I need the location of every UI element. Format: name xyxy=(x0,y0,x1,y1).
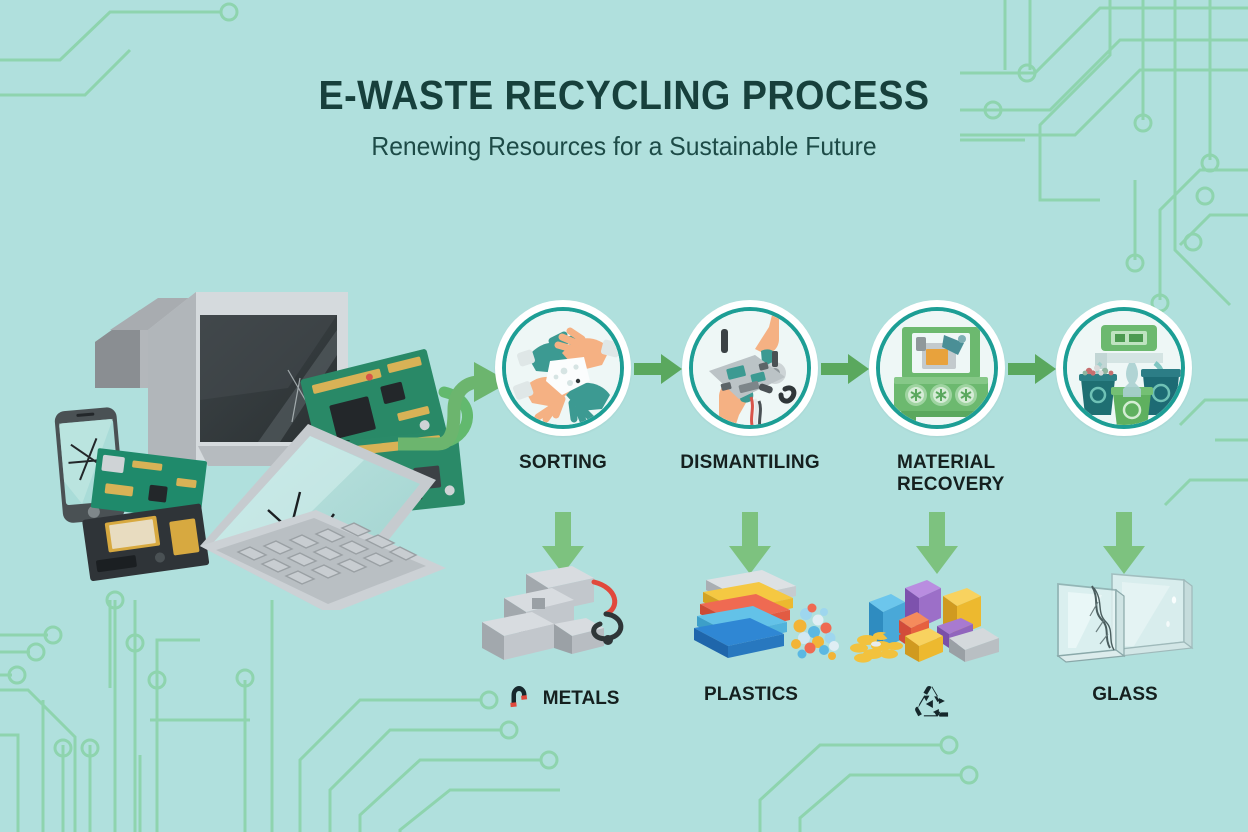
process-step-dismantiling[interactable]: DISMANTILING xyxy=(680,300,820,473)
step-label-material-recovery: MATERIAL RECOVERY xyxy=(897,452,1005,496)
page-subtitle: Renewing Resources for a Sustainable Fut… xyxy=(371,131,877,161)
flow-arrow-3 xyxy=(1008,352,1056,386)
process-step-material-recovery[interactable]: MATERIAL RECOVERY xyxy=(869,300,1005,495)
output-arrow-glass xyxy=(1103,512,1145,574)
step-ring-inner xyxy=(502,307,624,429)
process-step-sorted-output[interactable] xyxy=(1056,300,1192,436)
plastic-sheets-icon xyxy=(694,570,839,660)
header: E-WASTE RECYCLING PROCESS Renewing Resou… xyxy=(0,72,1248,162)
shredder-machine-icon xyxy=(880,311,994,425)
page-title: E-WASTE RECYCLING PROCESS xyxy=(318,72,930,118)
step-label-dismantiling: DISMANTILING xyxy=(680,452,820,473)
recycle-icon xyxy=(915,684,949,724)
glass-panels-icon xyxy=(1056,573,1194,663)
hands-dismantling-icon xyxy=(693,311,807,425)
sorting-bins-icon xyxy=(1067,311,1181,425)
step-ring-inner xyxy=(876,307,998,429)
output-label-text: METALS xyxy=(542,688,620,709)
output-arrow-components xyxy=(916,512,958,574)
hands-sorting-icon xyxy=(506,311,620,425)
flow-arrow-1 xyxy=(634,352,682,386)
ewaste-pile-illustration xyxy=(48,270,478,614)
mixed-components-icon xyxy=(850,580,999,663)
output-label-metals: METALS xyxy=(507,684,620,714)
output-metals[interactable]: METALS xyxy=(468,562,658,722)
output-plastics[interactable]: PLASTICS xyxy=(656,562,846,722)
flow-arrow-2 xyxy=(821,352,869,386)
output-glass[interactable]: GLASS xyxy=(1030,562,1220,722)
output-arrow-plastics xyxy=(729,512,771,574)
output-mixed-components[interactable] xyxy=(843,562,1033,722)
step-label-sorting: SORTING xyxy=(519,452,607,473)
output-label-text: PLASTICS xyxy=(704,684,798,705)
process-step-sorting[interactable]: SORTING xyxy=(495,300,631,473)
output-label-mixed-components xyxy=(915,684,961,724)
intro-curved-arrow xyxy=(392,352,524,462)
metal-ingots-icon xyxy=(482,566,624,660)
output-label-plastics: PLASTICS xyxy=(704,684,798,706)
output-label-text: GLASS xyxy=(1092,684,1158,705)
step-ring-inner xyxy=(1063,307,1185,429)
output-label-glass: GLASS xyxy=(1092,684,1157,706)
magnet-icon xyxy=(507,684,531,714)
step-ring-inner xyxy=(689,307,811,429)
output-arrow-metals xyxy=(542,512,584,574)
